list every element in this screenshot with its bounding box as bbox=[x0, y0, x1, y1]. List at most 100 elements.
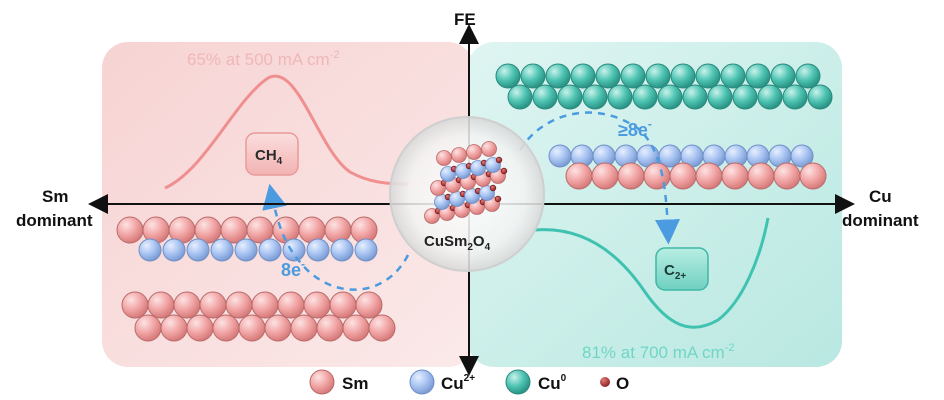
sm-atom bbox=[212, 314, 240, 342]
sm-atom bbox=[695, 162, 723, 190]
sm-atom bbox=[747, 162, 775, 190]
ch4-label: CH4 bbox=[255, 147, 283, 167]
catalyst-formula: CuSm2O4 bbox=[424, 233, 491, 253]
cu0-atom bbox=[570, 63, 596, 89]
cu2-atom bbox=[354, 238, 378, 262]
sm-atom bbox=[199, 291, 227, 319]
cu0-atom bbox=[707, 84, 733, 110]
cu0-atom bbox=[557, 84, 583, 110]
right-surface-layer bbox=[548, 144, 827, 190]
crystal-icon bbox=[424, 141, 508, 224]
cu0-atom bbox=[720, 63, 746, 89]
sm-atom bbox=[134, 314, 162, 342]
cu2-atom bbox=[234, 238, 258, 262]
sm-atom bbox=[316, 314, 344, 342]
left-surface-layer bbox=[116, 216, 378, 262]
sm-atom bbox=[565, 162, 593, 190]
cu2-atom bbox=[306, 238, 330, 262]
cu2-atom bbox=[138, 238, 162, 262]
sm-atom bbox=[799, 162, 827, 190]
legend: Sm Cu2+ Cu0 O bbox=[309, 369, 629, 395]
cu0-atom bbox=[582, 84, 608, 110]
left-axis-label-line2: dominant bbox=[16, 211, 93, 230]
sm-atom bbox=[251, 291, 279, 319]
sm-atom bbox=[238, 314, 266, 342]
cu2-atom bbox=[282, 238, 306, 262]
sm-atom bbox=[173, 291, 201, 319]
c2-product-box: C2+ bbox=[655, 247, 709, 291]
right-axis-label-line2: dominant bbox=[842, 211, 919, 230]
cu0-atom bbox=[695, 63, 721, 89]
sm-atom bbox=[147, 291, 175, 319]
sm-atom bbox=[303, 291, 331, 319]
cu0-atom bbox=[495, 63, 521, 89]
legend-cu0-label: Cu0 bbox=[538, 373, 567, 393]
cu0-atom bbox=[682, 84, 708, 110]
cu0-atom bbox=[520, 63, 546, 89]
sm-atom bbox=[669, 162, 697, 190]
cu0-atom bbox=[632, 84, 658, 110]
cu0-atom bbox=[620, 63, 646, 89]
legend-cu0-swatch bbox=[505, 369, 531, 395]
cu2-atom bbox=[210, 238, 234, 262]
cu2-atom bbox=[330, 238, 354, 262]
sm-atom bbox=[466, 144, 482, 160]
right-annotation: 81% at 700 mA cm-2 bbox=[582, 342, 734, 362]
oxygen-atom bbox=[489, 184, 497, 192]
right-axis-label-line1: Cu bbox=[869, 187, 892, 206]
sm-atom bbox=[721, 162, 749, 190]
sm-atom bbox=[160, 314, 188, 342]
ch4-product-box: CH4 bbox=[245, 132, 299, 176]
cu0-atom bbox=[770, 63, 796, 89]
catalyst-center: CuSm2O4 bbox=[389, 116, 545, 272]
cu2-atom bbox=[162, 238, 186, 262]
cu0-atom bbox=[645, 63, 671, 89]
sm-atom bbox=[355, 291, 383, 319]
oxygen-atom bbox=[495, 156, 503, 164]
right-reaction-arrow bbox=[518, 111, 681, 245]
cu2-atom bbox=[258, 238, 282, 262]
legend-o-swatch bbox=[600, 377, 610, 387]
legend-sm-swatch bbox=[309, 369, 335, 395]
sm-atom bbox=[121, 291, 149, 319]
cu0-atom bbox=[795, 63, 821, 89]
oxygen-atom bbox=[494, 195, 502, 203]
cu0-atom bbox=[532, 84, 558, 110]
cu0-atom bbox=[545, 63, 571, 89]
sm-atom bbox=[324, 216, 352, 244]
cu0-metal-layer bbox=[495, 63, 833, 110]
sm-atom bbox=[186, 314, 214, 342]
cu0-atom bbox=[757, 84, 783, 110]
cu0-atom bbox=[595, 63, 621, 89]
sm-atom bbox=[116, 216, 144, 244]
legend-sm-label: Sm bbox=[342, 374, 368, 393]
c2-label: C2+ bbox=[664, 262, 686, 282]
sm-atom bbox=[290, 314, 318, 342]
left-fe-curve bbox=[164, 74, 409, 190]
sm-atom bbox=[617, 162, 645, 190]
cu0-atom bbox=[782, 84, 808, 110]
cu0-atom bbox=[807, 84, 833, 110]
right-fe-curve bbox=[534, 217, 770, 329]
sm-atom bbox=[591, 162, 619, 190]
sm-atom bbox=[225, 291, 253, 319]
cu2-atom bbox=[790, 144, 814, 168]
sm-atom bbox=[264, 314, 292, 342]
sm-atom bbox=[329, 291, 357, 319]
cu0-atom bbox=[670, 63, 696, 89]
legend-cu2-label: Cu2+ bbox=[441, 373, 475, 393]
cu2-atom bbox=[186, 238, 210, 262]
cu2-atom bbox=[548, 144, 572, 168]
cu0-atom bbox=[607, 84, 633, 110]
cu0-atom bbox=[745, 63, 771, 89]
sm-atom bbox=[436, 150, 452, 166]
oxygen-atom bbox=[500, 167, 508, 175]
sm-atom bbox=[451, 147, 467, 163]
left-electron-label: 8e- bbox=[281, 257, 305, 280]
right-electron-label: ≥8e- bbox=[618, 117, 652, 140]
cu0-atom bbox=[507, 84, 533, 110]
sm-atom bbox=[277, 291, 305, 319]
fe-axis-label: FE bbox=[454, 10, 476, 29]
